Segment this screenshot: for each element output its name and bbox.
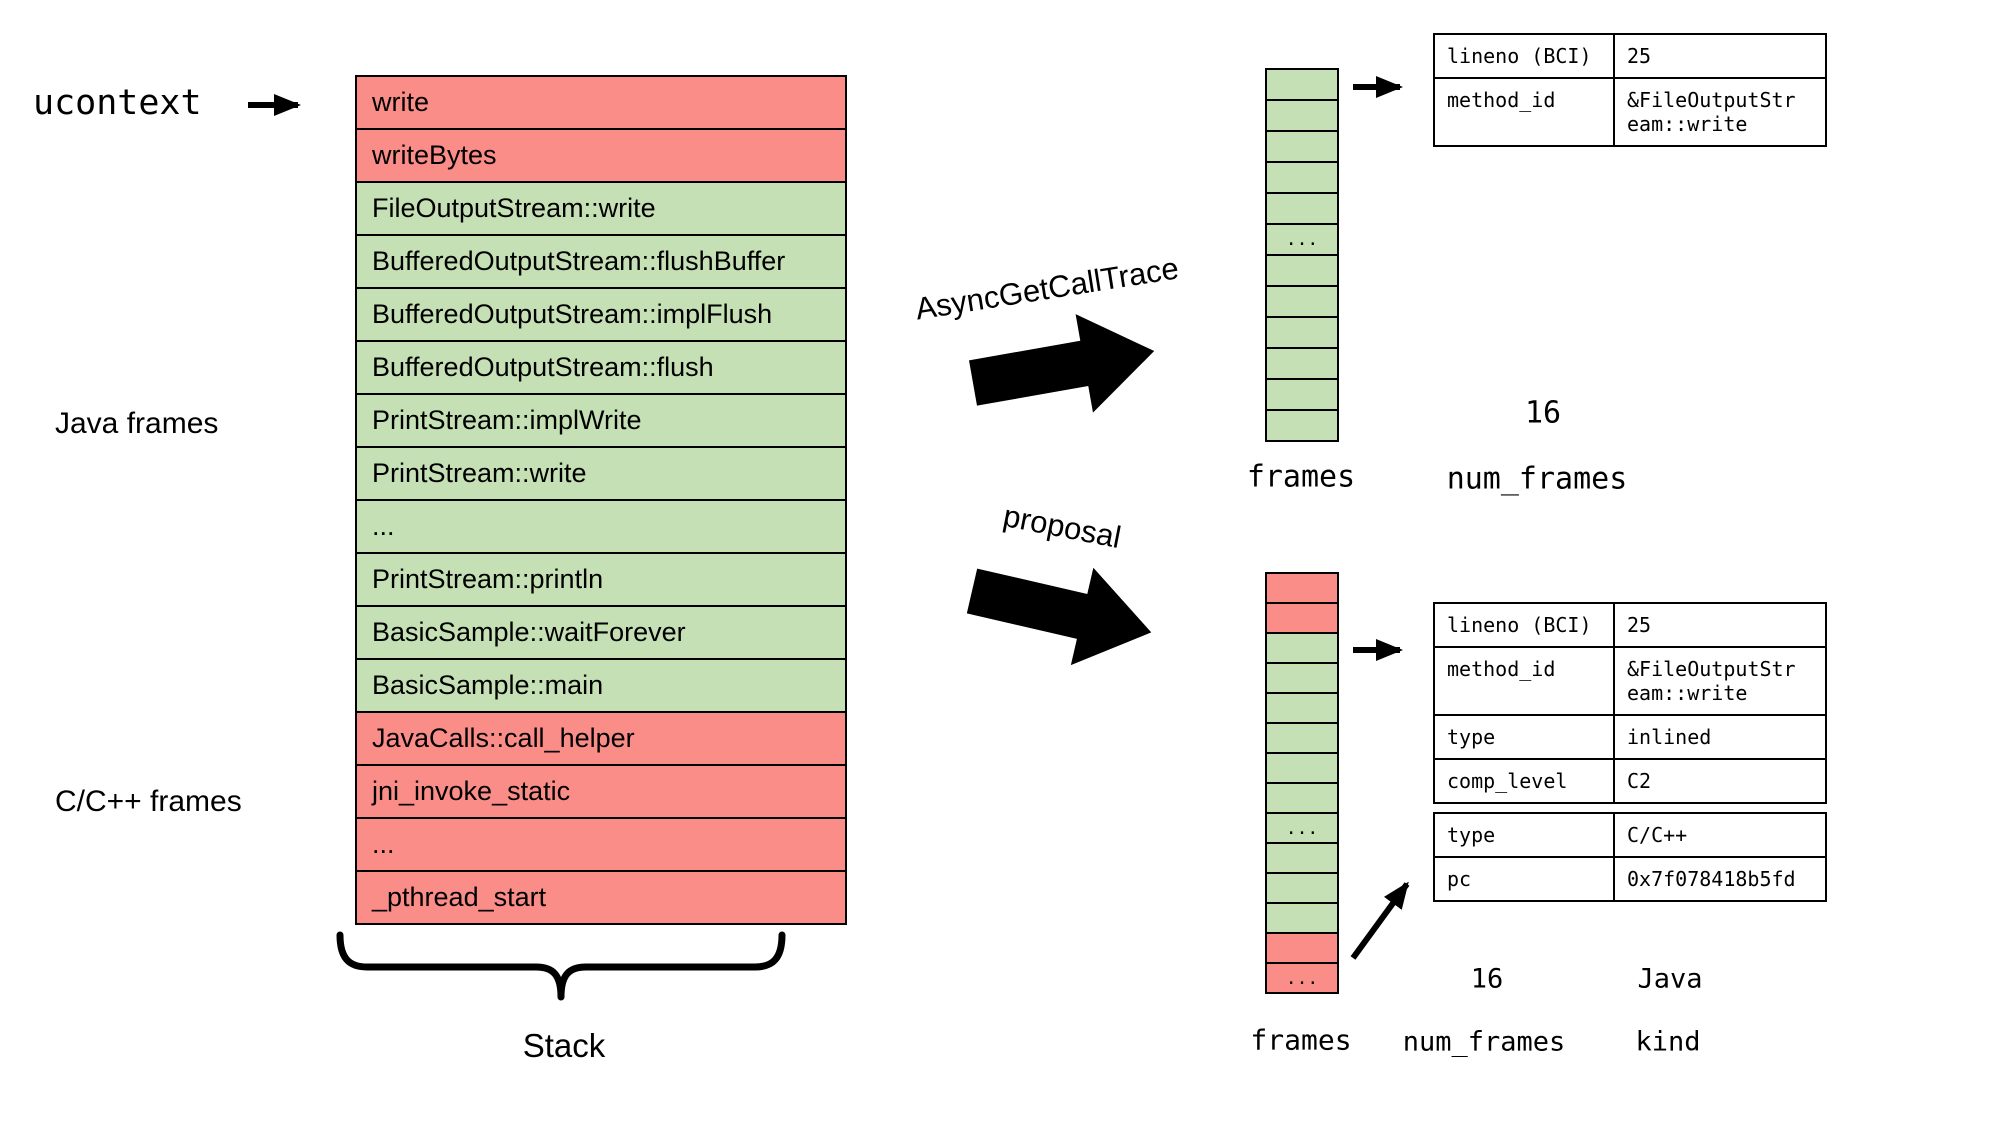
field-key: lineno (BCI) — [1433, 33, 1615, 79]
proposal-kind-value: Java — [1637, 963, 1703, 995]
proposal-num-frames-value: 16 — [1470, 963, 1504, 995]
field-key: method_id — [1433, 646, 1615, 716]
frame-cell — [1265, 632, 1339, 664]
field-value: &FileOutputStr eam::write — [1613, 646, 1827, 716]
frame-cell — [1265, 692, 1339, 724]
stack-row: FileOutputStream::write — [355, 181, 847, 236]
stack-row: write — [355, 75, 847, 130]
stack-row: JavaCalls::call_helper — [355, 711, 847, 766]
stack-row: PrintStream::write — [355, 446, 847, 501]
field-key: type — [1433, 714, 1615, 760]
stack-label: Stack — [522, 1027, 606, 1064]
field-key: comp_level — [1433, 758, 1615, 804]
field-value: 25 — [1613, 33, 1827, 79]
frame-cell — [1265, 347, 1339, 380]
proposal-native-pointer-arrow — [1350, 881, 1410, 960]
field-key: lineno (BCI) — [1433, 602, 1615, 648]
stack-row: jni_invoke_static — [355, 764, 847, 819]
frame-cell — [1265, 932, 1339, 964]
proposal-kind-label: kind — [1635, 1026, 1701, 1058]
proposal-frames-label: frames — [1250, 1023, 1352, 1057]
frame-cell: ... — [1265, 962, 1339, 994]
frame-cell — [1265, 316, 1339, 349]
ucontext-label: ucontext — [33, 83, 202, 123]
stack-row: _pthread_start — [355, 870, 847, 925]
stack-row: PrintStream::implWrite — [355, 393, 847, 448]
frame-cell — [1265, 161, 1339, 194]
frame-cell — [1265, 192, 1339, 225]
stack-row: ... — [355, 499, 847, 554]
frame-cell: ... — [1265, 812, 1339, 844]
frame-cell: ... — [1265, 223, 1339, 256]
frame-cell — [1265, 902, 1339, 934]
frame-cell — [1265, 68, 1339, 101]
frame-cell — [1265, 662, 1339, 694]
table-row: method_id&FileOutputStr eam::write — [1433, 646, 1827, 716]
field-key: pc — [1433, 856, 1615, 902]
agct-frames-column: ... — [1265, 68, 1339, 442]
field-key: type — [1433, 812, 1615, 858]
frame-cell — [1265, 409, 1339, 442]
stack-row: BasicSample::waitForever — [355, 605, 847, 660]
frame-cell — [1265, 872, 1339, 904]
field-key: method_id — [1433, 77, 1615, 147]
stack-row: BasicSample::main — [355, 658, 847, 713]
frame-cell — [1265, 99, 1339, 132]
frame-cell — [1265, 842, 1339, 874]
frame-cell — [1265, 752, 1339, 784]
table-row: method_id&FileOutputStr eam::write — [1433, 77, 1827, 147]
proposal-block-arrow — [966, 567, 1152, 666]
proposal-frames-column: ...... — [1265, 572, 1339, 994]
frame-cell — [1265, 378, 1339, 411]
stack-brace — [336, 931, 786, 1001]
frame-cell — [1265, 572, 1339, 604]
proposal-num-frames-label: num_frames — [1402, 1026, 1566, 1058]
stack-row: PrintStream::println — [355, 552, 847, 607]
agct-num-frames-label: num_frames — [1446, 461, 1628, 497]
frame-cell — [1265, 254, 1339, 287]
c-frames-label: C/C++ frames — [55, 785, 242, 818]
field-value: C2 — [1613, 758, 1827, 804]
frame-cell — [1265, 722, 1339, 754]
field-value: C/C++ — [1613, 812, 1827, 858]
frame-cell — [1265, 130, 1339, 163]
field-value: 0x7f078418b5fd — [1613, 856, 1827, 902]
field-value: inlined — [1613, 714, 1827, 760]
agct-frames-label: frames — [1246, 459, 1356, 495]
frame-cell — [1265, 285, 1339, 318]
table-row: lineno (BCI)25 — [1433, 602, 1827, 648]
agct-block-arrow — [969, 314, 1155, 413]
stack-row: writeBytes — [355, 128, 847, 183]
stack-row: ... — [355, 817, 847, 872]
field-value: 25 — [1613, 602, 1827, 648]
stack-row: BufferedOutputStream::flush — [355, 340, 847, 395]
field-value: &FileOutputStr eam::write — [1613, 77, 1827, 147]
frame-cell — [1265, 602, 1339, 634]
table-row: lineno (BCI)25 — [1433, 33, 1827, 79]
frame-cell — [1265, 782, 1339, 814]
stack-row: BufferedOutputStream::implFlush — [355, 287, 847, 342]
java-frames-label: Java frames — [55, 407, 219, 440]
stack-row: BufferedOutputStream::flushBuffer — [355, 234, 847, 289]
agct-num-frames-value: 16 — [1524, 395, 1562, 431]
